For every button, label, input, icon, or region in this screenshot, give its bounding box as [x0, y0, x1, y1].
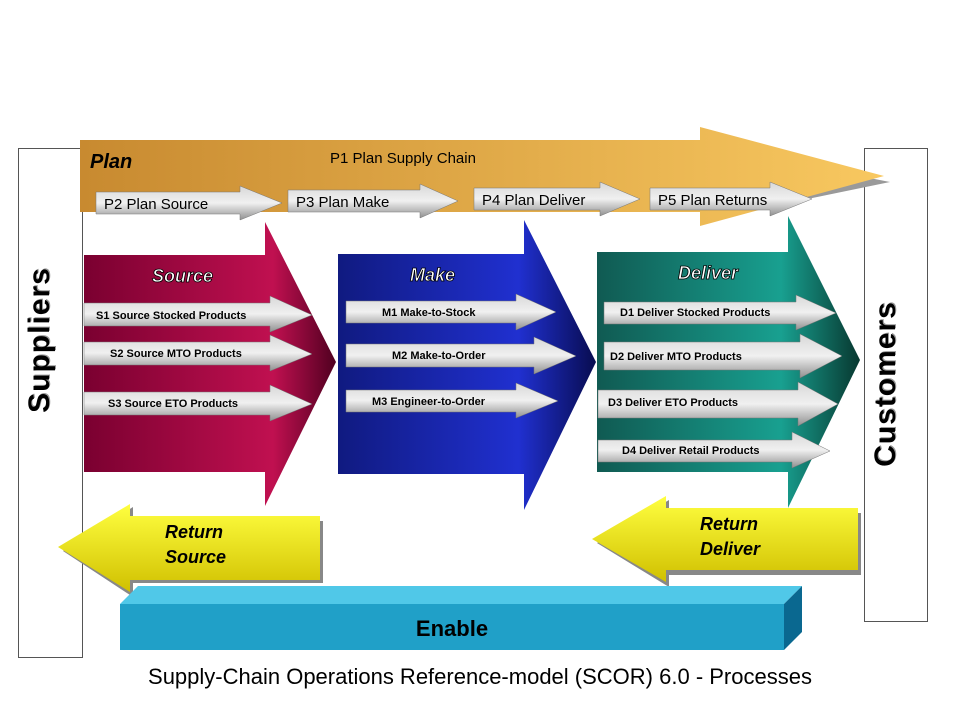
source-subprocess: S2 Source MTO Products [83, 334, 313, 372]
make-item-label: M3 Engineer-to-Order [372, 396, 486, 408]
source-item-label: S1 Source Stocked Products [96, 310, 246, 322]
deliver-title: Deliver [678, 263, 739, 283]
return-deliver-line2: Deliver [700, 539, 761, 559]
plan-subprocess: P5 Plan Returns [649, 181, 813, 217]
source-subprocess: S3 Source ETO Products [83, 384, 313, 422]
make-subprocess: M1 Make-to-Stock [345, 293, 557, 331]
plan-item-label: P2 Plan Source [104, 196, 208, 213]
customers-label: Customers [869, 301, 902, 467]
make-item-label: M2 Make-to-Order [392, 350, 486, 362]
plan-item-label: P3 Plan Make [296, 194, 389, 211]
return-source-line2: Source [165, 547, 226, 567]
enable-bar [120, 586, 802, 650]
suppliers-label: Suppliers [23, 267, 56, 413]
deliver-item-label: D1 Deliver Stocked Products [620, 307, 770, 319]
make-item-label: M1 Make-to-Stock [382, 307, 476, 319]
enable-label: Enable [416, 616, 488, 641]
return-source-line1: Return [165, 522, 223, 542]
plan-subprocess: P4 Plan Deliver [473, 181, 641, 217]
make-subprocess: M2 Make-to-Order [345, 336, 577, 375]
plan-subprocess: P3 Plan Make [287, 183, 459, 219]
deliver-item-label: D4 Deliver Retail Products [622, 445, 760, 457]
deliver-subprocess: D3 Deliver ETO Products [597, 381, 839, 427]
make-title: Make [410, 265, 455, 285]
source-item-label: S2 Source MTO Products [110, 348, 242, 360]
plan-item-label: P4 Plan Deliver [482, 192, 585, 209]
customers-box [864, 148, 928, 622]
deliver-item-label: D2 Deliver MTO Products [610, 351, 742, 363]
deliver-subprocess: D4 Deliver Retail Products [597, 431, 831, 469]
make-subprocess: M3 Engineer-to-Order [345, 382, 559, 419]
source-item-label: S3 Source ETO Products [108, 398, 238, 410]
deliver-subprocess: D2 Deliver MTO Products [603, 333, 843, 379]
source-subprocess: S1 Source Stocked Products [83, 295, 313, 333]
plan-title: Plan [90, 151, 132, 173]
source-title: Source [152, 266, 213, 286]
diagram-caption: Supply-Chain Operations Reference-model … [148, 664, 812, 689]
plan-p1-label: P1 Plan Supply Chain [330, 150, 476, 167]
deliver-subprocess: D1 Deliver Stocked Products [603, 294, 837, 331]
return-deliver-arrow [592, 496, 861, 587]
deliver-item-label: D3 Deliver ETO Products [608, 397, 738, 409]
return-source-arrow [58, 504, 323, 597]
plan-subprocess: P2 Plan Source [95, 185, 283, 221]
return-deliver-line1: Return [700, 514, 758, 534]
plan-item-label: P5 Plan Returns [658, 192, 767, 209]
suppliers-box [18, 148, 83, 658]
